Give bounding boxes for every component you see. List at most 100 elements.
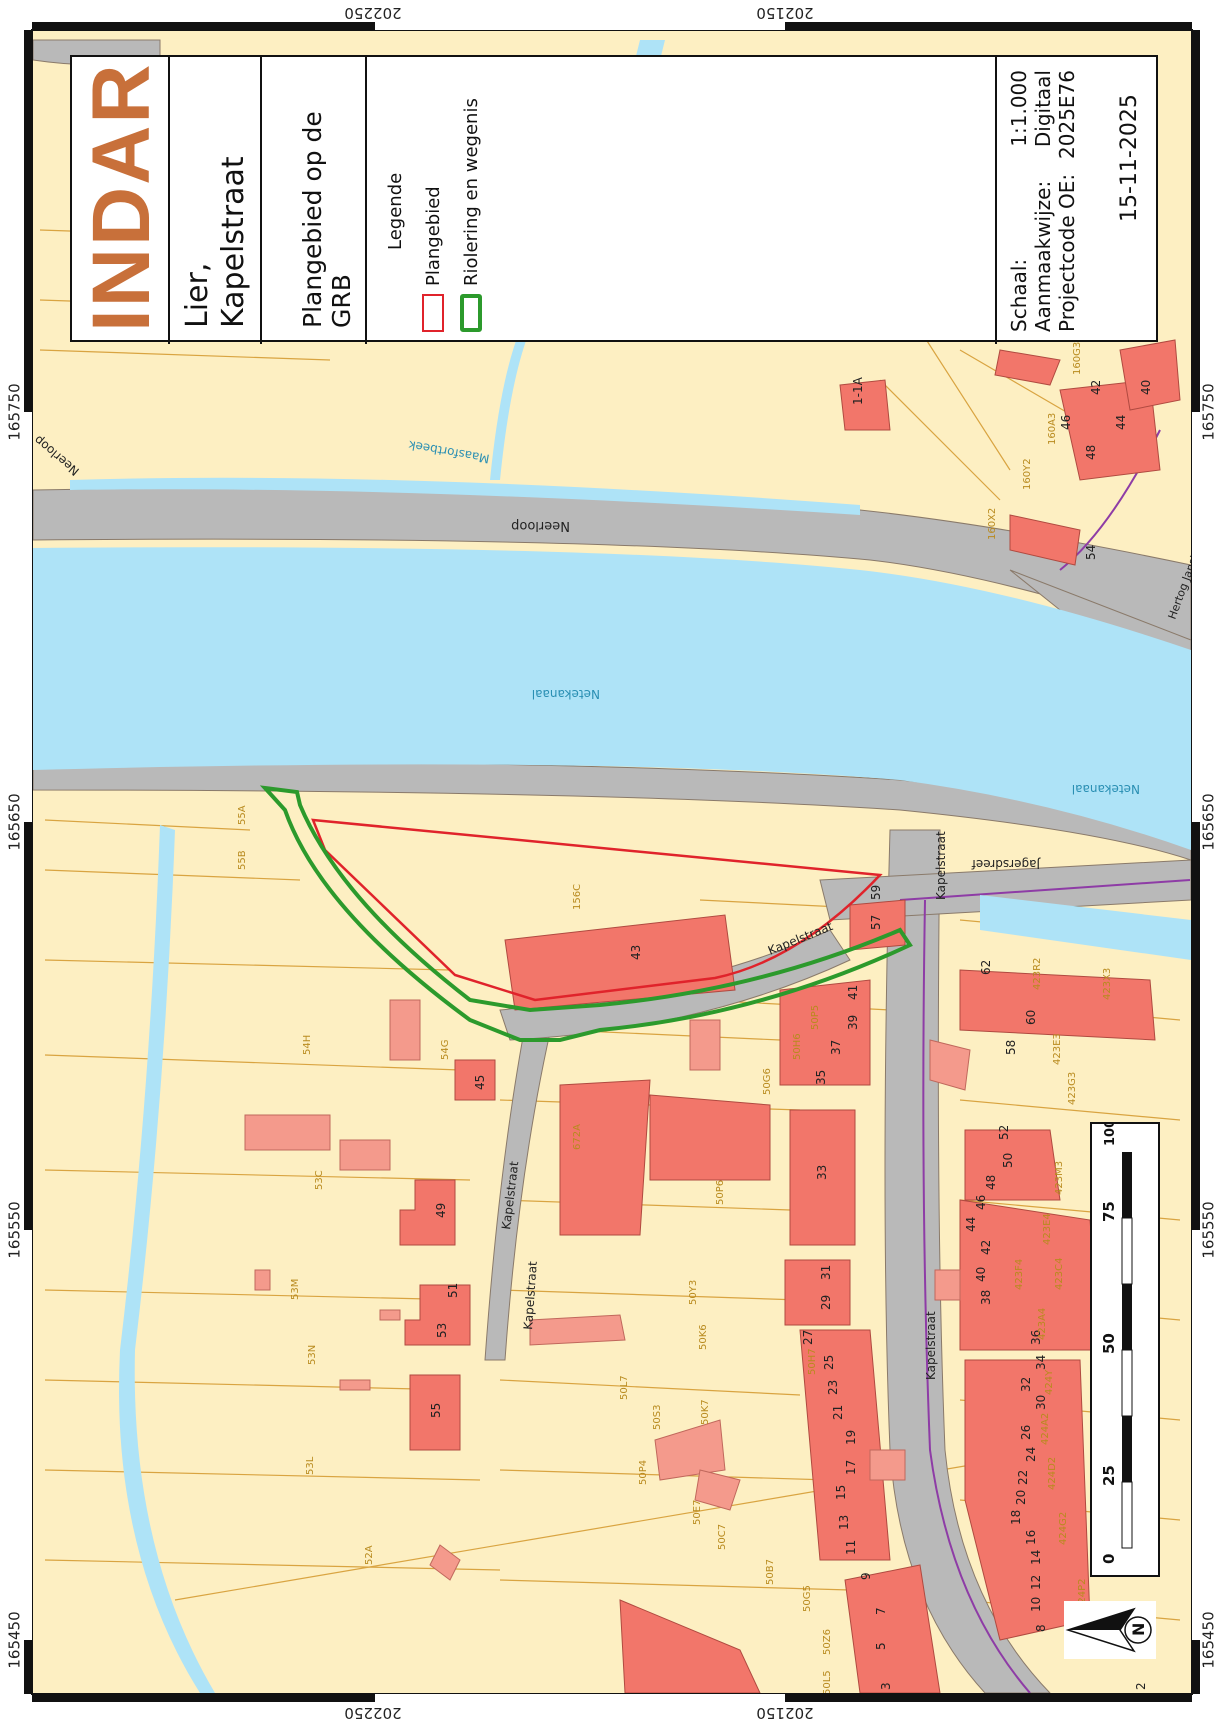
meta-project-label: Projectcode OE:	[1055, 173, 1079, 332]
plan-area-outline	[311, 818, 883, 1002]
svg-text:50P4: 50P4	[638, 1460, 649, 1485]
svg-text:51: 51	[446, 1283, 460, 1298]
house-numbers: 1-1A 54 48 46 44 42 40 43 57 59 62 58 60…	[429, 376, 1153, 1690]
svg-text:33: 33	[815, 1165, 829, 1180]
meta-project-value: 2025E76	[1055, 70, 1079, 159]
place-name: Lier, Kapelstraat	[180, 156, 252, 328]
svg-text:23: 23	[826, 1380, 840, 1395]
svg-text:45: 45	[473, 1075, 487, 1090]
svg-text:42: 42	[1089, 380, 1103, 395]
svg-text:424G2: 424G2	[1058, 1512, 1069, 1545]
svg-text:5: 5	[874, 1642, 888, 1650]
svg-text:62: 62	[979, 960, 993, 975]
svg-text:160X2: 160X2	[987, 508, 998, 540]
coord-left-2: 165650	[5, 793, 24, 851]
scale-tick-0: 0	[1100, 1554, 1118, 1564]
svg-text:423F4: 423F4	[1014, 1259, 1025, 1290]
legend: Legende Plangebied Riolering en wegenis	[367, 57, 997, 344]
scale-tick-75: 75	[1100, 1201, 1118, 1222]
svg-text:55A: 55A	[237, 805, 248, 825]
sewer-road-outline	[259, 785, 913, 1042]
svg-text:26: 26	[1019, 1425, 1033, 1440]
svg-text:50S3: 50S3	[652, 1405, 663, 1430]
svg-text:46: 46	[1059, 415, 1073, 430]
building-annexes	[244, 999, 971, 1581]
svg-text:46: 46	[974, 1195, 988, 1210]
coord-top-1: 202250	[344, 4, 402, 22]
svg-text:48: 48	[1084, 445, 1098, 460]
svg-text:40: 40	[1139, 380, 1153, 395]
meta-cell: Schaal: 1:1.000 Aanmaakwijze: Digitaal P…	[997, 57, 1160, 344]
svg-text:22: 22	[1016, 1470, 1030, 1485]
coord-left-4: 165450	[5, 1611, 24, 1669]
place-line-1: Lier,	[180, 262, 215, 328]
coord-top-2: 202150	[756, 4, 814, 22]
water-label-netekanaal-2: Netekanaal	[1072, 782, 1140, 796]
meta-scale-label: Schaal:	[1007, 258, 1031, 332]
svg-text:55: 55	[429, 1403, 443, 1418]
svg-text:53N: 53N	[307, 1345, 318, 1365]
parcel-labels: 160X2 160Y2 160A3 160G3 55A 55B 156C 54G…	[237, 342, 1113, 1695]
svg-text:20: 20	[1014, 1490, 1028, 1505]
svg-text:160A3: 160A3	[1047, 413, 1058, 445]
svg-text:50L5: 50L5	[822, 1670, 833, 1695]
svg-text:423E4: 423E4	[1042, 1213, 1053, 1245]
meta-scale-value: 1:1.000	[1007, 70, 1031, 147]
coord-left-1: 165750	[5, 383, 24, 441]
meta-method-label: Aanmaakwijze:	[1031, 180, 1055, 332]
svg-text:29: 29	[819, 1295, 833, 1310]
svg-text:1-1A: 1-1A	[851, 376, 865, 405]
svg-text:54H: 54H	[302, 1035, 313, 1055]
coord-bottom-2: 202150	[756, 1704, 814, 1722]
buildings	[399, 339, 1181, 1693]
svg-text:424Y: 424Y	[1044, 1369, 1055, 1395]
water-label-netekanaal-1: Netekanaal	[532, 687, 600, 701]
street-label-kapelstraat-5: Kapelstraat	[924, 1311, 938, 1380]
svg-text:9: 9	[859, 1572, 873, 1580]
meta-scale: Schaal: 1:1.000	[1007, 70, 1031, 332]
street-label-kapelstraat-4: Kapelstraat	[521, 1260, 540, 1330]
svg-text:2: 2	[1134, 1682, 1148, 1690]
scale-tick-25: 25	[1100, 1465, 1118, 1486]
title-block: INDAR Lier, Kapelstraat Plangebied op de…	[70, 55, 1160, 344]
svg-text:424P2: 424P2	[1077, 1579, 1088, 1610]
place-line-2: Kapelstraat	[216, 156, 251, 328]
svg-text:32: 32	[1019, 1377, 1033, 1392]
svg-text:7: 7	[874, 1607, 888, 1615]
svg-text:53L: 53L	[305, 1456, 316, 1475]
svg-text:38: 38	[979, 1290, 993, 1305]
frame-border	[24, 22, 1200, 1702]
legend-swatch-red	[422, 294, 444, 332]
svg-text:50L7: 50L7	[619, 1375, 630, 1400]
meta-method-value: Digitaal	[1031, 70, 1055, 148]
svg-text:50H6: 50H6	[792, 1033, 803, 1060]
svg-text:44: 44	[1114, 415, 1128, 430]
water	[33, 40, 1191, 1693]
svg-text:54G: 54G	[440, 1040, 451, 1060]
svg-text:58: 58	[1004, 1040, 1018, 1055]
svg-text:11: 11	[844, 1540, 858, 1555]
logo-cell: INDAR	[72, 57, 170, 344]
svg-text:34: 34	[1034, 1355, 1048, 1370]
svg-text:60: 60	[1024, 1010, 1038, 1025]
svg-text:50E7: 50E7	[692, 1500, 703, 1525]
legend-label-plangebied: Plangebied	[422, 186, 444, 286]
legend-label-riolering: Riolering en wegenis	[460, 98, 482, 286]
coord-right-4: 165450	[1199, 1611, 1218, 1669]
svg-text:44: 44	[964, 1217, 978, 1232]
place-cell: Lier, Kapelstraat	[170, 57, 262, 344]
svg-text:24: 24	[1024, 1447, 1038, 1462]
svg-text:50P6: 50P6	[715, 1180, 726, 1205]
svg-text:57: 57	[869, 915, 883, 930]
svg-text:41: 41	[846, 985, 860, 1000]
svg-text:160G3: 160G3	[1072, 342, 1083, 375]
svg-text:52A: 52A	[364, 1545, 375, 1565]
svg-text:53: 53	[435, 1323, 449, 1338]
svg-text:424D2: 424D2	[1047, 1457, 1058, 1490]
svg-text:37: 37	[829, 1040, 843, 1055]
svg-text:424A2: 424A2	[1040, 1413, 1051, 1445]
svg-text:423R2: 423R2	[1032, 958, 1043, 990]
svg-text:50B7: 50B7	[765, 1559, 776, 1585]
svg-text:156C: 156C	[572, 884, 583, 910]
svg-text:50K7: 50K7	[700, 1399, 711, 1425]
